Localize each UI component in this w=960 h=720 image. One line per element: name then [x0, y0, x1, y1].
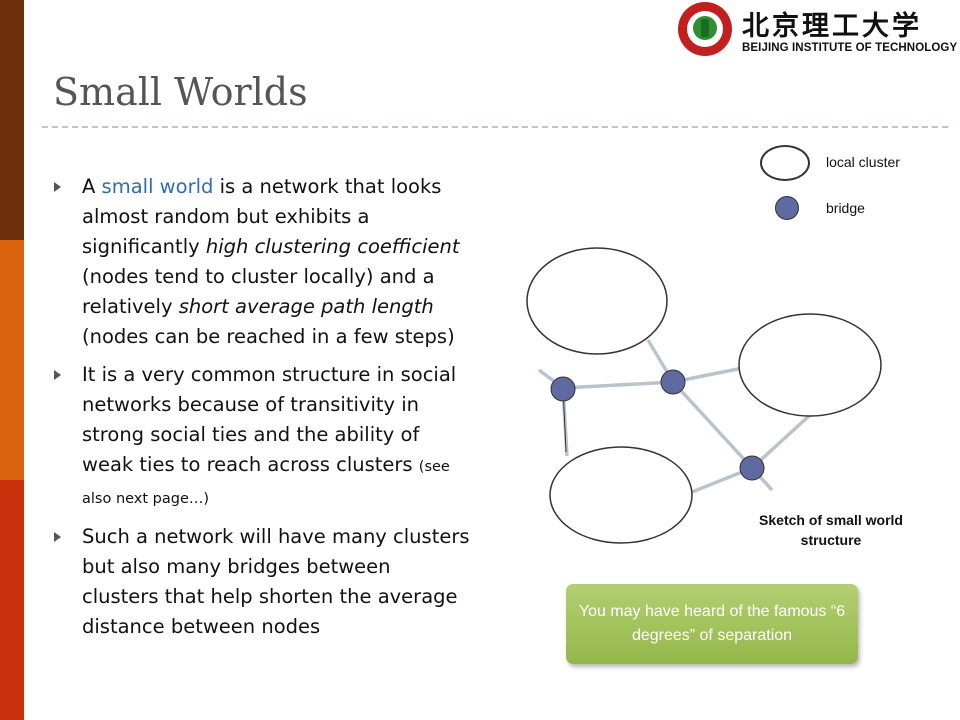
edge	[671, 380, 754, 470]
bullet-item-small-world-definition: A small world is a network that looks al…	[52, 172, 472, 352]
bullet-arrow-icon	[54, 532, 61, 542]
bullet-arrow-icon	[54, 370, 61, 380]
term-high-clustering-coefficient: high clustering coefficient	[205, 235, 460, 258]
legend-bridge-label: bridge	[826, 200, 865, 216]
legend-cluster-label: local cluster	[826, 154, 900, 170]
university-seal-icon	[678, 2, 732, 56]
left-color-bar	[0, 0, 24, 720]
legend-cluster-icon	[760, 145, 810, 181]
bullet-item-many-clusters-bridges: Such a network will have many clusters b…	[52, 522, 472, 642]
bridge-node	[739, 455, 765, 481]
cluster-right	[738, 313, 882, 417]
edge	[750, 413, 812, 470]
sidebar-segment-top	[0, 0, 24, 240]
sketch-caption: Sketch of small world structure	[759, 512, 903, 548]
logo-english-name: BEIJING INSTITUTE OF TECHNOLOGY	[742, 42, 958, 54]
bridge-node	[550, 376, 576, 402]
slide-title: Small Worlds	[53, 70, 308, 114]
cluster-top-left	[526, 247, 668, 355]
see-next-page-note: (see also next page…)	[82, 459, 450, 507]
term-small-world: small world	[101, 175, 214, 198]
bullet-list: A small world is a network that looks al…	[52, 172, 472, 650]
bullet-item-common-structure: It is a very common structure in social …	[52, 360, 472, 514]
callout-text: You may have heard of the famous “6 degr…	[578, 603, 846, 644]
edge	[562, 380, 674, 390]
sidebar-segment-bottom	[0, 480, 24, 720]
legend-bridge-icon	[775, 196, 799, 220]
sidebar-segment-middle	[0, 240, 24, 480]
title-divider	[42, 126, 948, 128]
six-degrees-callout: You may have heard of the famous “6 degr…	[566, 584, 858, 664]
university-logo: 北京理工大学 BEIJING INSTITUTE OF TECHNOLOGY	[678, 2, 958, 58]
term-short-average-path-length: short average path length	[178, 295, 434, 318]
bullet-arrow-icon	[54, 182, 61, 192]
logo-chinese-name: 北京理工大学	[742, 11, 922, 42]
bridge-node	[660, 369, 686, 395]
small-world-sketch	[526, 247, 882, 544]
cluster-bottom-left	[549, 446, 693, 544]
